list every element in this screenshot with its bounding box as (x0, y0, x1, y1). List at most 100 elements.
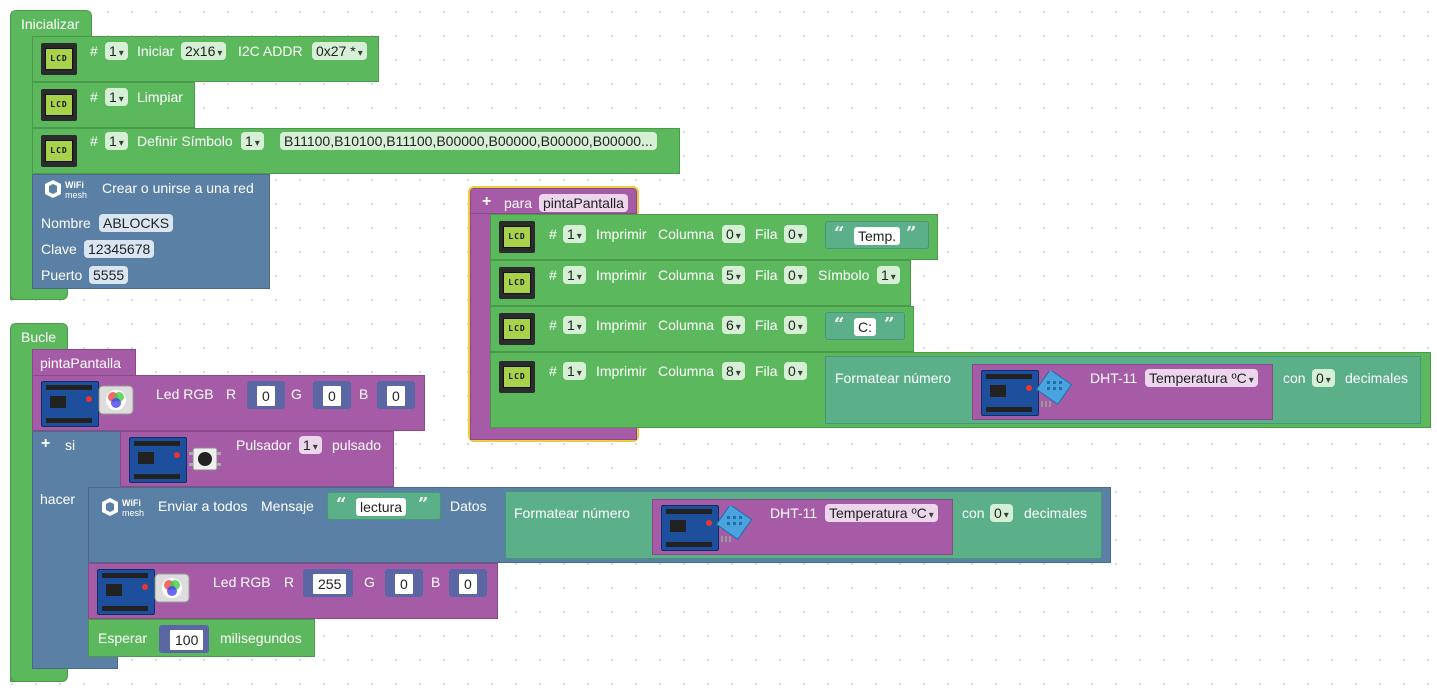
red-value-input[interactable]: 255 (311, 572, 349, 596)
symbol-dropdown[interactable]: 1▾ (241, 132, 264, 150)
decimals-dropdown[interactable]: 0▾ (1312, 369, 1335, 387)
blue-label: B (431, 574, 441, 590)
wifi-send-all-block[interactable]: WiFi mesh Enviar a todos Mensaje “ lectu… (88, 487, 1111, 563)
column-dropdown[interactable]: 6▾ (722, 316, 745, 334)
column-dropdown[interactable]: 5▾ (722, 266, 745, 284)
wifi-mesh-create-block[interactable]: WiFi mesh Crear o unirse a una red Nombr… (32, 174, 270, 289)
action-label: Iniciar (137, 43, 175, 59)
loop-hat-block[interactable]: Bucle (10, 323, 68, 349)
red-label: R (284, 574, 295, 590)
led-rgb-label: Led RGB (156, 386, 214, 402)
button-number-dropdown[interactable]: 1▾ (299, 436, 322, 454)
size-dropdown[interactable]: 2x16▾ (181, 42, 227, 60)
symbol-label: Símbolo (818, 267, 870, 283)
red-value-input[interactable]: 0 (255, 384, 277, 408)
lcd-print-number-block[interactable]: LCD # 1▾ Imprimir Columna 8▾ Fila 0▾ For… (490, 352, 1431, 428)
print-label: Imprimir (596, 363, 647, 379)
string-text-field[interactable]: C: (854, 318, 876, 336)
blue-value-input[interactable]: 0 (457, 572, 479, 596)
measure-dropdown[interactable]: Temperatura ºC▾ (1145, 369, 1258, 387)
network-pass-label: Clave (41, 241, 77, 257)
green-label: G (291, 386, 302, 402)
lcd-number-dropdown[interactable]: 1▾ (563, 266, 586, 284)
row-dropdown[interactable]: 0▾ (784, 362, 807, 380)
sensor-label: DHT-11 (1090, 370, 1138, 386)
svg-text:WiFi: WiFi (122, 498, 141, 508)
row-dropdown[interactable]: 0▾ (784, 316, 807, 334)
loop-foot (10, 668, 68, 682)
column-label: Columna (658, 267, 715, 283)
symbol-pattern-field[interactable]: B11100,B10100,B11100,B00000,B00000,B0000… (280, 132, 657, 150)
lcd-icon: LCD (499, 221, 535, 253)
blue-value-input[interactable]: 0 (385, 384, 407, 408)
init-hat-block[interactable]: Inicializar (10, 10, 92, 38)
lcd-number-dropdown[interactable]: 1▾ (105, 88, 128, 106)
symbol-dropdown[interactable]: 1▾ (877, 266, 900, 284)
network-pass-field[interactable]: 12345678 (84, 240, 155, 258)
lcd-print-text-block[interactable]: LCD # 1▾ Imprimir Columna 0▾ Fila 0▾ “ T… (490, 214, 938, 260)
format-number-block[interactable]: Formatear número DHT-11 Temperatura ºC▾ … (505, 491, 1102, 559)
column-dropdown[interactable]: 8▾ (722, 362, 745, 380)
wait-block[interactable]: Esperar 100 milisegundos (88, 619, 315, 657)
mutator-plus-icon[interactable]: + (41, 435, 51, 452)
lcd-icon: LCD (499, 267, 535, 299)
dht11-sensor-icon (715, 506, 753, 542)
message-string-block[interactable]: “ lectura ” (327, 492, 441, 520)
measure-dropdown[interactable]: Temperatura ºC▾ (825, 504, 938, 522)
text-string-block[interactable]: “ Temp. ” (825, 221, 929, 249)
dht11-sensor-block[interactable]: DHT-11 Temperatura ºC▾ (652, 499, 953, 555)
lcd-number-dropdown[interactable]: 1▾ (563, 225, 586, 243)
column-label: Columna (658, 317, 715, 333)
green-label: G (364, 574, 375, 590)
call-pintaPantalla-block[interactable]: pintaPantalla (32, 349, 136, 377)
green-value-input[interactable]: 0 (321, 384, 343, 408)
lcd-clear-block[interactable]: LCD # 1▾ Limpiar (32, 82, 195, 128)
led-rgb-block[interactable]: Led RGB R 0 G 0 B 0 (32, 375, 425, 431)
init-hat-label: Inicializar (21, 16, 80, 32)
arduino-board-icon (97, 569, 155, 615)
green-value-input[interactable]: 0 (393, 572, 415, 596)
send-all-label: Enviar a todos (158, 498, 248, 514)
if-bottom (32, 656, 118, 669)
row-label: Fila (755, 363, 778, 379)
init-foot (10, 286, 68, 300)
lcd-print-symbol-block[interactable]: LCD # 1▾ Imprimir Columna 5▾ Fila 0▾ Sím… (490, 260, 911, 306)
function-definition-block[interactable]: + para pintaPantalla (470, 188, 637, 214)
row-dropdown[interactable]: 0▾ (784, 225, 807, 243)
para-label: para (504, 195, 533, 211)
init-spine (10, 36, 34, 300)
lcd-number-dropdown[interactable]: 1▾ (105, 132, 128, 150)
addr-dropdown[interactable]: 0x27 *▾ (312, 42, 367, 60)
dht11-sensor-block[interactable]: DHT-11 Temperatura ºC▾ (972, 364, 1273, 420)
print-label: Imprimir (596, 267, 647, 283)
lcd-define-symbol-block[interactable]: LCD # 1▾ Definir Símbolo 1▾ B11100,B1010… (32, 128, 680, 174)
message-text-field[interactable]: lectura (356, 498, 407, 516)
if-top-bar (32, 431, 122, 487)
lcd-icon: LCD (41, 43, 77, 75)
decimals-dropdown[interactable]: 0▾ (990, 504, 1013, 522)
string-text-field[interactable]: Temp. (854, 227, 901, 245)
con-label: con (962, 505, 985, 521)
lcd-print-text-block-2[interactable]: LCD # 1▾ Imprimir Columna 6▾ Fila 0▾ “ C… (490, 306, 914, 352)
lcd-number-dropdown[interactable]: 1▾ (563, 362, 586, 380)
format-number-block[interactable]: Formatear número DHT-11 Temperatura ºC▾ … (825, 356, 1421, 424)
wait-value-input[interactable]: 100 (168, 628, 206, 652)
row-dropdown[interactable]: 0▾ (784, 266, 807, 284)
button-pressed-block[interactable]: Pulsador 1▾ pulsado (120, 431, 394, 487)
svg-text:WiFi: WiFi (65, 180, 84, 190)
arduino-board-icon (661, 505, 719, 551)
network-port-field[interactable]: 5555 (89, 266, 129, 284)
column-dropdown[interactable]: 0▾ (722, 225, 745, 243)
red-label: R (226, 386, 237, 402)
loop-spine (10, 347, 32, 682)
text-string-block[interactable]: “ C: ” (825, 312, 905, 340)
led-rgb-block-2[interactable]: Led RGB R 255 G 0 B 0 (88, 563, 498, 619)
mutator-plus-icon[interactable]: + (482, 193, 492, 210)
lcd-number-dropdown[interactable]: 1▾ (563, 316, 586, 334)
lcd-init-block[interactable]: LCD # 1▾ Iniciar 2x16▾ I2C ADDR 0x27 *▾ (32, 36, 379, 82)
function-name-field[interactable]: pintaPantalla (539, 194, 628, 212)
lcd-number-dropdown[interactable]: 1▾ (105, 42, 128, 60)
network-name-field[interactable]: ABLOCKS (99, 214, 174, 232)
column-label: Columna (658, 363, 715, 379)
data-label: Datos (450, 498, 487, 514)
